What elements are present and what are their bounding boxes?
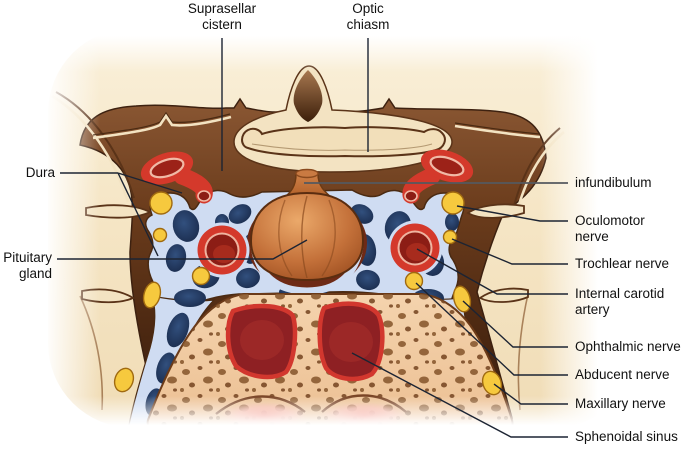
internal-carotid-left [194, 222, 250, 278]
leader-maxillary-nerve [493, 383, 568, 405]
oculomotor-nerve-left [149, 191, 173, 215]
label-ophthalmic-nerve: Ophthalmic nerve [575, 339, 681, 354]
oculomotor-nerve-right [441, 191, 465, 215]
internal-carotid-cross-sections [194, 220, 443, 278]
label-abducent-nerve: Abducent nerve [575, 367, 670, 382]
ophthalmic-nerve-left [142, 281, 162, 309]
internal-carotid-right [387, 220, 443, 276]
pituitary-gland-shape [247, 168, 367, 295]
label-maxillary-nerve: Maxillary nerve [575, 396, 666, 411]
cranial-nerves [113, 191, 503, 396]
label-infundibulum: infundibulum [575, 175, 652, 190]
leader-abducent-nerve [415, 282, 568, 376]
label-suprasellar-cistern: Suprasellar cistern [187, 1, 257, 32]
label-sphenoidal-sinus: Sphenoidal sinus [575, 429, 678, 444]
leader-sphenoidal-sinus [351, 352, 568, 438]
leader-dura [60, 172, 183, 257]
arachnoid-membranes [92, 111, 541, 140]
label-trochlear-nerve: Trochlear nerve [575, 256, 670, 271]
leader-lines [57, 38, 568, 438]
carotid-cut-left [140, 151, 213, 204]
label-optic-chiasm: Optic chiasm [346, 1, 390, 32]
label-pituitary-gland: Pituitary gland [3, 250, 52, 281]
maxillary-nerve-left [113, 367, 135, 393]
maxillary-nerve-right [481, 370, 503, 396]
leader-pituitary-gland [57, 239, 308, 260]
optic-chiasm-shape [233, 65, 453, 173]
label-oculomotor-nerve: Oculomotor nerve [575, 213, 645, 244]
carotid-cut-vessels [140, 149, 474, 204]
abducent-nerve-left [191, 266, 211, 286]
trochlear-nerve-right [442, 229, 458, 245]
ophthalmic-nerve-right [452, 285, 472, 313]
leader-oculomotor-nerve [456, 205, 568, 222]
carotid-cut-right [402, 149, 474, 204]
leader-ophthalmic-nerve [462, 300, 568, 348]
label-internal-carotid-artery: Internal carotid artery [575, 286, 665, 317]
leader-internal-carotid-artery [416, 248, 568, 295]
trochlear-nerve-left [152, 227, 168, 243]
leader-trochlear-nerve [451, 238, 568, 265]
label-dura: Dura [25, 165, 55, 180]
